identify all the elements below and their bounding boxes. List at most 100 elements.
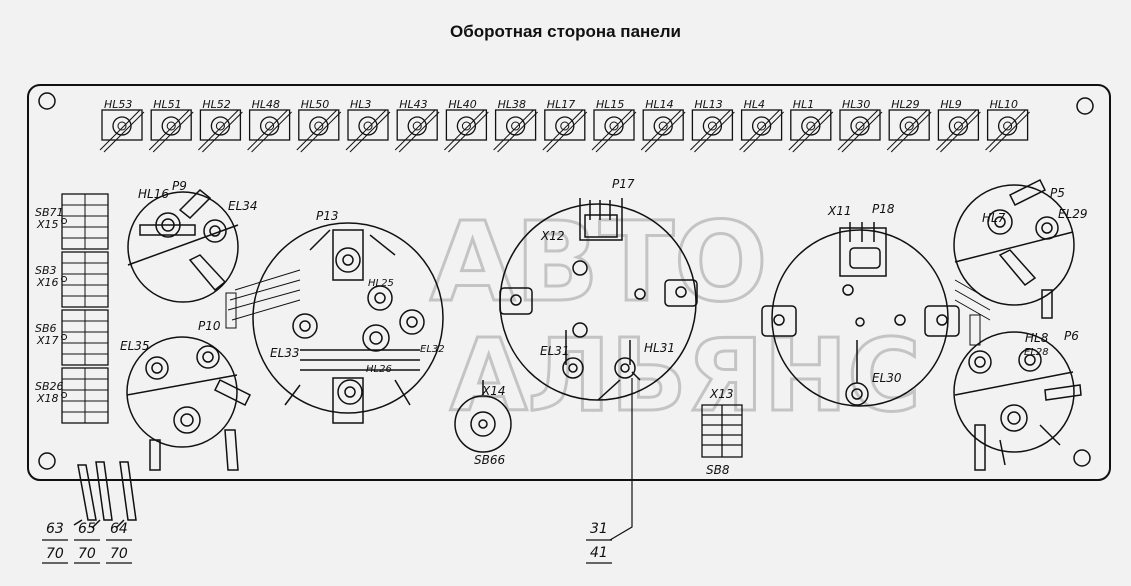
top-lamp: HL9 — [936, 98, 981, 153]
switch-label: SB3 — [35, 264, 57, 277]
callout-4-bottom: 41 — [590, 545, 608, 561]
switch-label: SB6 — [35, 322, 57, 335]
switch-label: SB26 — [35, 380, 64, 393]
callout-1-top: 63 — [46, 521, 64, 537]
callout-2-top: 65 — [78, 521, 96, 537]
label-hl26: HL26 — [366, 364, 392, 375]
top-lamp: HL48 — [247, 98, 292, 153]
gauge-p18 — [761, 222, 960, 407]
connector-label: X16 — [36, 276, 59, 289]
connector-label: X18 — [36, 392, 59, 405]
lamp-label: HL38 — [498, 98, 526, 111]
label-x13: X13 — [709, 387, 734, 401]
lamp-label: HL9 — [940, 98, 961, 111]
top-lamp-strip: HL53 HL51 HL52 HL48 HL50 HL3 HL43 HL40 HL38 HL17 H… — [99, 98, 1030, 153]
switch-label: SB71 — [35, 206, 64, 219]
lamp-label: HL13 — [694, 98, 722, 111]
label-hl25: HL25 — [368, 278, 394, 289]
top-lamp: HL29 — [886, 98, 932, 153]
label-hl7: HL7 — [982, 211, 1006, 225]
top-lamp: HL51 — [148, 98, 194, 153]
lamp-label: HL1 — [793, 98, 814, 111]
label-sb8: SB8 — [706, 463, 730, 477]
top-lamp: HL3 — [345, 98, 391, 153]
label-el34: EL34 — [228, 199, 258, 213]
watermark-line2: АЛЬЯНС — [450, 317, 921, 434]
top-lamp: HL13 — [690, 98, 735, 153]
gauge-p17 — [499, 198, 698, 401]
top-lamp: HL17 — [542, 98, 588, 153]
hatched-wiring-left — [225, 269, 301, 329]
connector-label: X17 — [36, 334, 59, 347]
callouts: 63 70 65 70 64 70 31 41 — [46, 521, 608, 562]
callout-rules — [42, 539, 612, 564]
gauge-p6 — [953, 331, 1082, 471]
top-lamp: HL50 — [296, 98, 342, 153]
top-lamp: HL10 — [985, 98, 1030, 153]
top-lamp: HL14 — [640, 98, 686, 153]
button-sb66 — [454, 380, 512, 453]
callout-2-bottom: 70 — [78, 546, 96, 562]
label-x14: X14 — [481, 384, 506, 398]
top-lamp: HL30 — [837, 98, 883, 153]
page-title: Оборотная сторона панели — [450, 22, 681, 41]
label-p18: P18 — [872, 202, 895, 216]
label-p17: P17 — [612, 177, 635, 191]
label-hl31: HL31 — [644, 341, 675, 355]
label-hl16: HL16 — [138, 187, 169, 201]
label-p10: P10 — [198, 319, 221, 333]
label-el30: EL30 — [872, 371, 902, 385]
label-hl8: HL8 — [1025, 331, 1049, 345]
top-lamp: HL52 — [198, 98, 243, 153]
lamp-label: HL50 — [301, 98, 329, 111]
top-lamp: HL15 — [591, 98, 637, 153]
lamp-label: HL48 — [252, 98, 280, 111]
lamp-label: HL3 — [350, 98, 371, 111]
label-x11: X11 — [827, 204, 852, 218]
gauge-p10 — [126, 336, 252, 471]
lamp-label: HL51 — [153, 98, 181, 111]
top-lamp: HL38 — [493, 98, 538, 153]
lamp-label: HL52 — [202, 98, 230, 111]
label-sb66: SB66 — [474, 453, 505, 467]
label-el29: EL29 — [1058, 207, 1088, 221]
label-el35: EL35 — [120, 339, 150, 353]
top-lamp: HL1 — [788, 98, 834, 153]
leader-31-41 — [609, 378, 633, 541]
lamp-label: HL4 — [744, 98, 765, 111]
lamp-label: HL29 — [891, 98, 919, 111]
gauge-p13 — [252, 222, 444, 424]
lamp-label: HL40 — [448, 98, 476, 111]
watermark-line1: АВТО — [430, 198, 768, 326]
block-x13 — [701, 404, 743, 458]
gauge-p5 — [953, 178, 1075, 319]
label-el32: EL32 — [420, 344, 445, 355]
label-p9: P9 — [172, 179, 187, 193]
label-el28: EL28 — [1024, 347, 1049, 358]
watermark: АВТО АЛЬЯНС — [429, 197, 923, 436]
label-el31: EL31 — [540, 344, 570, 358]
lamp-label: HL30 — [842, 98, 870, 111]
lamp-label: HL14 — [645, 98, 673, 111]
label-p5: P5 — [1050, 186, 1065, 200]
top-lamp: HL43 — [394, 98, 440, 153]
callout-1-bottom: 70 — [46, 546, 64, 562]
lamp-label: HL43 — [399, 98, 427, 111]
cable-clips — [73, 461, 137, 529]
lamp-label: HL17 — [547, 98, 575, 111]
component-labels: HL16 P9 EL34 EL35 P10 P13 HL25 EL33 EL32… — [120, 177, 1088, 477]
callout-3-bottom: 70 — [110, 546, 128, 562]
top-lamp: HL53 — [99, 98, 145, 153]
panel-outline — [27, 84, 1111, 481]
top-lamp: HL40 — [444, 98, 489, 153]
lamp-label: HL53 — [104, 98, 132, 111]
hatched-wiring-right — [954, 279, 991, 346]
label-x12: X12 — [540, 229, 565, 243]
mounting-holes — [38, 92, 1094, 470]
label-p6: P6 — [1064, 329, 1079, 343]
